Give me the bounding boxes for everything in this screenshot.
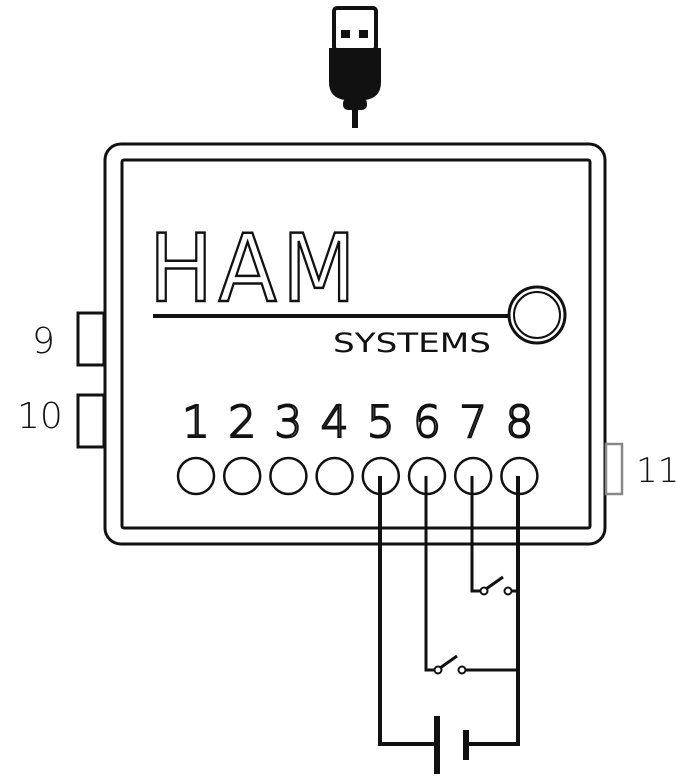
- side-port-9: 9: [32, 311, 106, 367]
- terminal-2: [222, 456, 262, 496]
- port-11-label: 11: [636, 451, 676, 491]
- port-10-label: 10: [17, 396, 63, 437]
- usb-pin-right: [359, 30, 368, 38]
- terminal-number-5: 5: [367, 397, 395, 448]
- usb-pin-left: [341, 30, 350, 38]
- port-11-box: [604, 442, 624, 496]
- terminal-number-3: 3: [274, 397, 302, 448]
- wire-terminal-8: [468, 476, 520, 746]
- brand-ring: [507, 285, 567, 345]
- switch-7-contact-b: [503, 586, 513, 596]
- switch-6-lever: [439, 654, 458, 670]
- wire-terminal-6: [424, 476, 436, 672]
- port-9-label: 9: [32, 321, 55, 362]
- terminal-number-1: 1: [182, 397, 210, 448]
- terminal-number-8: 8: [505, 397, 533, 448]
- wire-terminal-5: [378, 476, 436, 746]
- usb-connector-shell: [332, 6, 378, 52]
- switch-6-contact-a: [433, 665, 443, 675]
- terminal-number-7: 7: [459, 397, 487, 448]
- ham-systems-logo: HAM SYSTEMS: [148, 214, 567, 359]
- brand-name: HAM: [149, 215, 361, 324]
- brand-subtitle: SYSTEMS: [333, 328, 491, 359]
- external-wiring: [378, 476, 520, 746]
- switch-icon: [433, 654, 518, 675]
- terminal-number-4: 4: [321, 397, 349, 448]
- switch-7-lever: [485, 575, 504, 591]
- terminal-4: [315, 456, 354, 496]
- usb-strain-relief: [343, 98, 367, 110]
- wire-terminal-7: [470, 476, 482, 593]
- switch-icon: [479, 575, 518, 596]
- battery-icon: [434, 716, 469, 774]
- module-inner-box: [120, 158, 592, 530]
- switch-7-contact-a: [479, 586, 489, 596]
- side-port-11: 11: [604, 442, 676, 496]
- brand-ring-inner: [513, 291, 561, 339]
- usb-plug-body: [329, 48, 381, 100]
- usb-plug-icon: [329, 6, 381, 128]
- port-9-box: [76, 311, 106, 367]
- terminal-1: [176, 456, 216, 496]
- switch-6-contact-b: [457, 665, 467, 675]
- terminal-number-2: 2: [228, 397, 256, 448]
- terminal-number-6: 6: [413, 397, 441, 448]
- side-port-10: 10: [17, 393, 106, 449]
- port-10-box: [76, 393, 106, 449]
- terminal-3: [269, 456, 308, 496]
